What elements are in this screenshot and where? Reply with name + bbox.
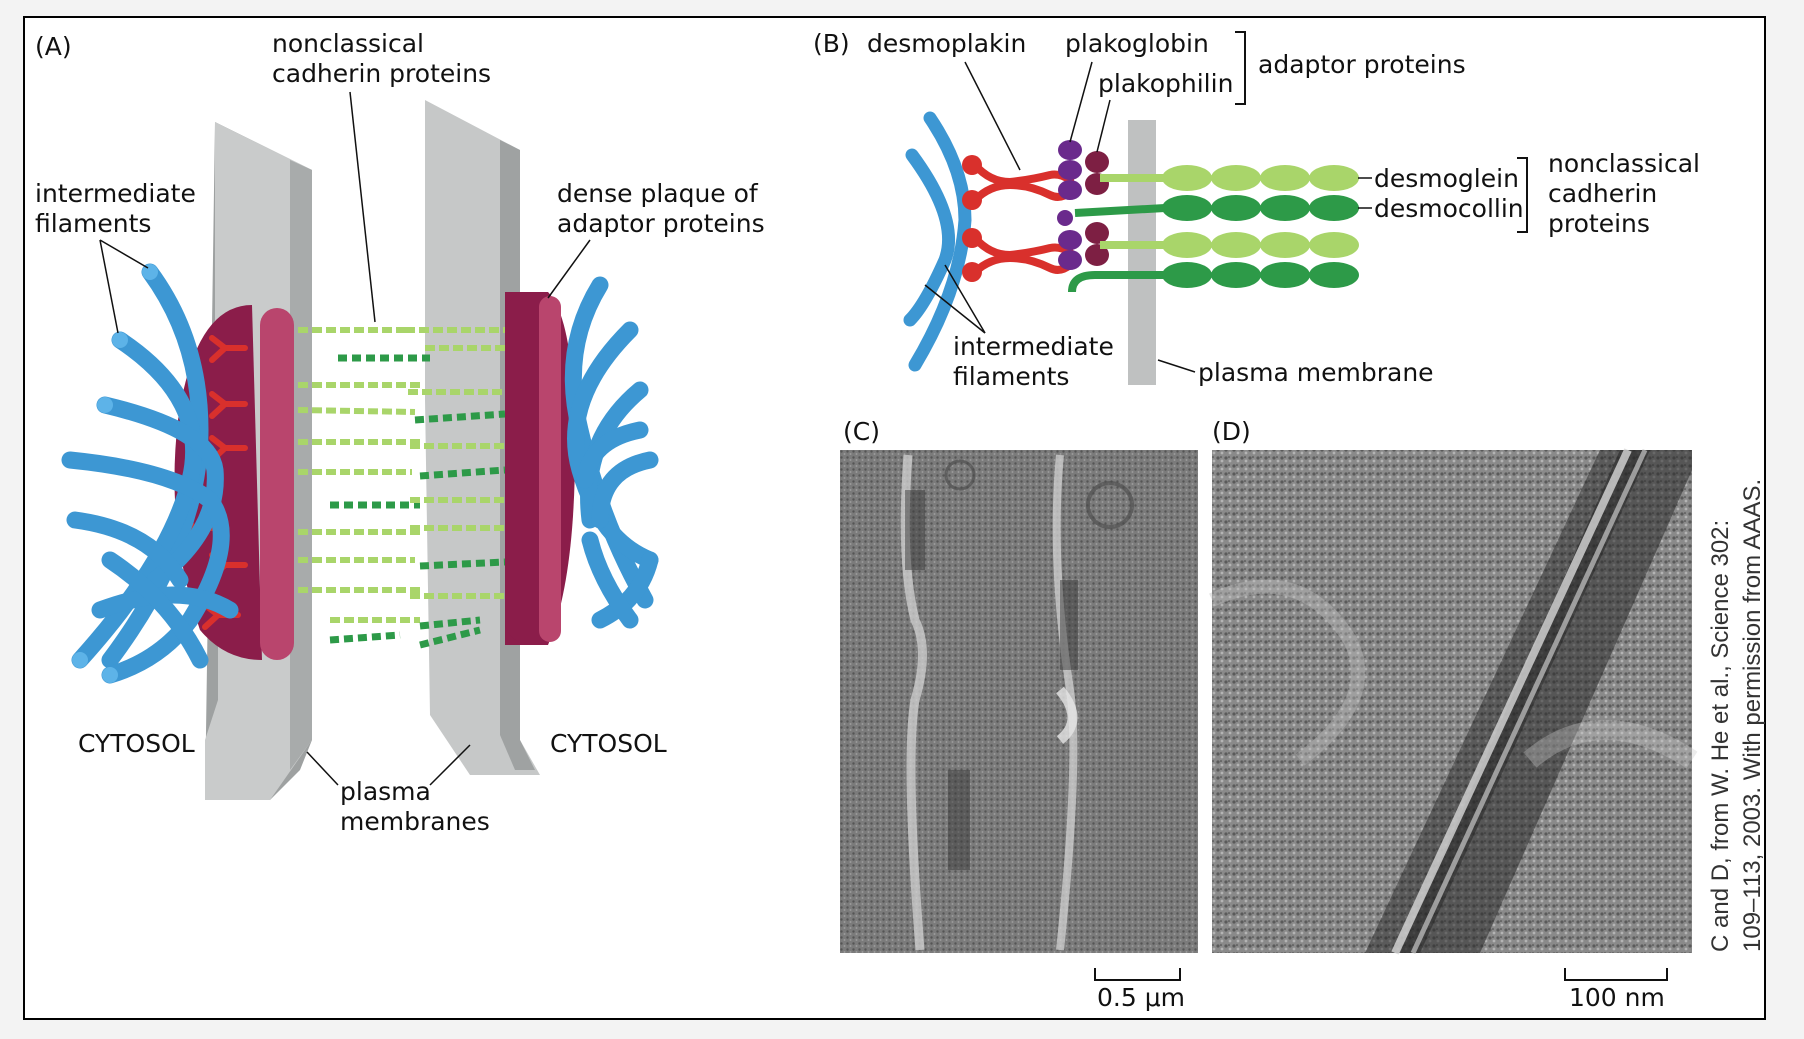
nonclassical-label-2: cadherin proteins — [272, 59, 491, 88]
filament-ends-left — [72, 264, 158, 683]
plakophilin-pointer — [1096, 99, 1111, 153]
panel-d-letter: (D) — [1212, 417, 1251, 446]
panel-b: (B) — [813, 29, 1700, 391]
right-dense-plaque — [505, 292, 575, 645]
panel-d: (D) 100 nm — [1209, 417, 1698, 1012]
panel-a-letter: (A) — [35, 32, 72, 61]
intermediate-label-1: intermediate — [35, 179, 196, 208]
b-intermediate-pointer-b — [924, 284, 986, 334]
desmoplakin — [971, 161, 1074, 276]
cytosol-right-label: CYTOSOL — [550, 729, 667, 758]
cadherin-row — [298, 557, 506, 570]
cadherin-zipper — [297, 327, 508, 649]
cadherin-row — [330, 497, 508, 509]
scale-bar-c — [1094, 968, 1181, 981]
b-nonclassical-label-2: cadherin — [1548, 179, 1657, 208]
left-intermediate-filaments — [61, 263, 239, 684]
adaptor-proteins-label: adaptor proteins — [1258, 50, 1466, 79]
desmoplakin-label: desmoplakin — [867, 29, 1026, 58]
adaptor-bracket — [1235, 31, 1246, 105]
right-intermediate-filaments — [564, 276, 659, 629]
dense-plaque-pointer — [547, 239, 591, 299]
cadherin-row — [297, 407, 506, 424]
cadherin-row — [298, 439, 508, 449]
plasma-pointer-b — [429, 744, 471, 786]
scale-label-c: 0.5 μm — [1097, 983, 1185, 1012]
cadherin-row — [298, 525, 508, 535]
plasma-membrane-pointer — [1157, 359, 1196, 373]
cadherin-row — [329, 626, 481, 649]
scale-label-d: 100 nm — [1569, 983, 1665, 1012]
desmoglein-label: desmoglein — [1374, 164, 1519, 193]
credit-block: C and D, from W. He et al., Science 302:… — [1707, 479, 1766, 952]
b-intermediate-filaments — [903, 111, 972, 372]
desmoglein-1 — [1100, 165, 1359, 191]
b-intermediate-pointer-a — [944, 264, 986, 334]
cadherin-bracket — [1517, 157, 1528, 233]
intermediate-pointer-a — [99, 239, 119, 334]
cadherin-row — [298, 382, 508, 395]
plakophilin — [1085, 151, 1109, 266]
credit-line-1: C and D, from W. He et al., Science 302: — [1707, 520, 1734, 952]
b-nonclassical-label-1: nonclassical — [1548, 149, 1700, 178]
desmocollin-2 — [1068, 262, 1359, 293]
cadherin-row — [298, 587, 508, 599]
nonclassical-pointer — [349, 91, 376, 323]
plakophilin-label: plakophilin — [1098, 69, 1233, 98]
b-nonclassical-label-3: proteins — [1548, 209, 1650, 238]
plakoglobin-pointer — [1069, 61, 1093, 143]
nonclassical-label-1: nonclassical — [272, 29, 424, 58]
plakoglobin — [1057, 140, 1082, 270]
desmocollin-label: desmocollin — [1374, 194, 1524, 223]
dense-plaque-label-2: adaptor proteins — [557, 209, 765, 238]
plasma-membranes-label-2: membranes — [340, 807, 490, 836]
b-plasma-membrane — [1128, 120, 1156, 385]
cadherin-row — [338, 345, 508, 362]
cadherin-row — [330, 616, 481, 630]
b-intermediate-label-2: filaments — [953, 362, 1069, 391]
panel-c: (C) 0.5 μm — [840, 417, 1198, 1012]
desmocollin-1 — [1074, 195, 1359, 221]
desmoplakin-pointer — [964, 61, 1021, 171]
cytosol-left-label: CYTOSOL — [78, 729, 195, 758]
b-intermediate-label-1: intermediate — [953, 332, 1114, 361]
plasma-membrane-label: plasma membrane — [1198, 358, 1434, 387]
micrograph-d — [1209, 448, 1698, 955]
plasma-membranes-label-1: plasma — [340, 777, 431, 806]
intermediate-pointer-b — [99, 239, 149, 269]
scale-bar-d — [1564, 968, 1668, 981]
panel-a: (A) — [35, 29, 765, 836]
micrograph-c — [840, 450, 1198, 953]
intermediate-label-2: filaments — [35, 209, 151, 238]
panel-c-letter: (C) — [843, 417, 880, 446]
cadherin-row — [298, 466, 506, 480]
dense-plaque-label-1: dense plaque of — [557, 179, 759, 208]
desmoplakin-heads — [962, 155, 982, 282]
credit-line-2: 109–113, 2003. With permission from AAAS… — [1739, 479, 1766, 952]
plasma-pointer-a — [306, 751, 339, 786]
plakoglobin-label: plakoglobin — [1065, 29, 1209, 58]
panel-b-letter: (B) — [813, 29, 850, 58]
desmoglein-2 — [1100, 232, 1359, 258]
